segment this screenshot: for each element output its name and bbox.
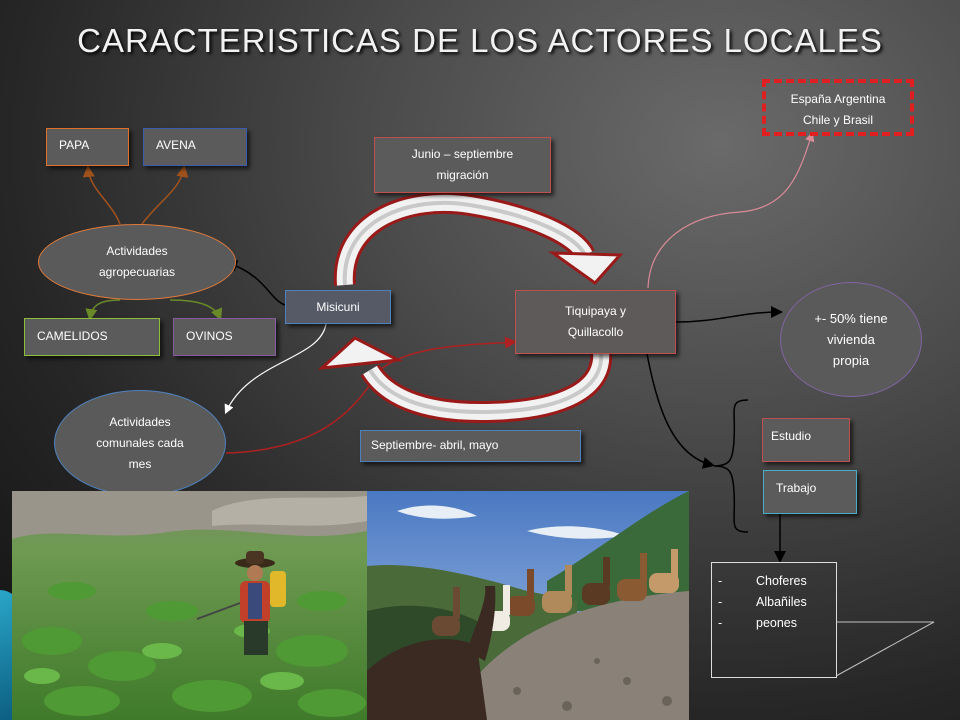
trabajo-box: Trabajo	[763, 470, 857, 514]
septiembre-label: Septiembre- abril, mayo	[371, 438, 499, 452]
oficio-item: -peones	[718, 616, 798, 630]
misicuni-to-comunales-arrow	[224, 323, 327, 415]
camelidos-label: CAMELIDOS	[37, 329, 108, 343]
avena-label: AVENA	[156, 138, 196, 152]
oficios-box: -Choferes -Albañiles -peones	[711, 562, 837, 678]
curly-brace	[713, 399, 749, 533]
oficio-choferes: Choferes	[756, 574, 807, 588]
misicuni-label: Misicuni	[316, 300, 360, 314]
vivienda-label: +- 50% tiene vivienda propia	[814, 311, 888, 368]
tiquipaya-box: Tiquipaya y Quillacollo	[515, 290, 676, 354]
septiembre-box: Septiembre- abril, mayo	[360, 430, 581, 462]
agro-to-camelidos-arrow	[85, 299, 121, 321]
cycle-bottom-arrow	[317, 336, 613, 424]
llamas-image	[367, 491, 689, 720]
agro-to-avena-arrow	[141, 165, 189, 225]
tiquipaya-to-vivienda-arrow	[675, 306, 783, 323]
farmer-field-image	[12, 491, 367, 720]
llamas-photo	[367, 491, 689, 720]
oficios-side-lines	[835, 621, 935, 677]
oficio-item: -Albañiles	[718, 595, 807, 609]
agro-to-papa-arrow	[82, 165, 121, 225]
comunales-label: Actividades comunales cada mes	[96, 414, 184, 471]
junio-label: Junio – septiembre migración	[411, 147, 514, 182]
oficio-peones: peones	[756, 616, 798, 630]
agro-to-ovinos-arrow	[169, 299, 223, 321]
comunales-ellipse: Actividades comunales cada mes	[54, 390, 226, 496]
pais-label: España Argentina Chile y Brasil	[790, 92, 886, 127]
slide-title: CARACTERISTICAS DE LOS ACTORES LOCALES	[77, 22, 883, 59]
agropecuarias-ellipse: Actividades agropecuarias	[38, 224, 236, 300]
estudio-box: Estudio	[762, 418, 850, 462]
ovinos-label: OVINOS	[186, 329, 233, 343]
oficio-item: -Choferes	[718, 574, 807, 588]
vivienda-ellipse: +- 50% tiene vivienda propia	[780, 282, 922, 397]
papa-box: PAPA	[46, 128, 129, 166]
pais-box: España Argentina Chile y Brasil	[762, 79, 914, 136]
tiquipaya-to-pais-arrow	[647, 131, 815, 289]
farmer-field-photo	[12, 491, 367, 720]
misicuni-box: Misicuni	[285, 290, 391, 324]
ovinos-box: OVINOS	[173, 318, 276, 356]
tiquipaya-label: Tiquipaya y Quillacollo	[565, 304, 626, 339]
oficio-albaniles: Albañiles	[756, 595, 807, 609]
cycle-top-arrow	[333, 191, 624, 286]
junio-box: Junio – septiembre migración	[374, 137, 551, 193]
papa-label: PAPA	[59, 138, 90, 152]
agropecuarias-label: Actividades agropecuarias	[98, 244, 176, 279]
camelidos-box: CAMELIDOS	[24, 318, 160, 356]
estudio-label: Estudio	[771, 429, 812, 443]
trabajo-label: Trabajo	[776, 481, 817, 495]
tiquipaya-to-brace-arrow	[644, 342, 715, 469]
avena-box: AVENA	[143, 128, 247, 166]
misicuni-to-agro-arrow	[225, 260, 286, 306]
